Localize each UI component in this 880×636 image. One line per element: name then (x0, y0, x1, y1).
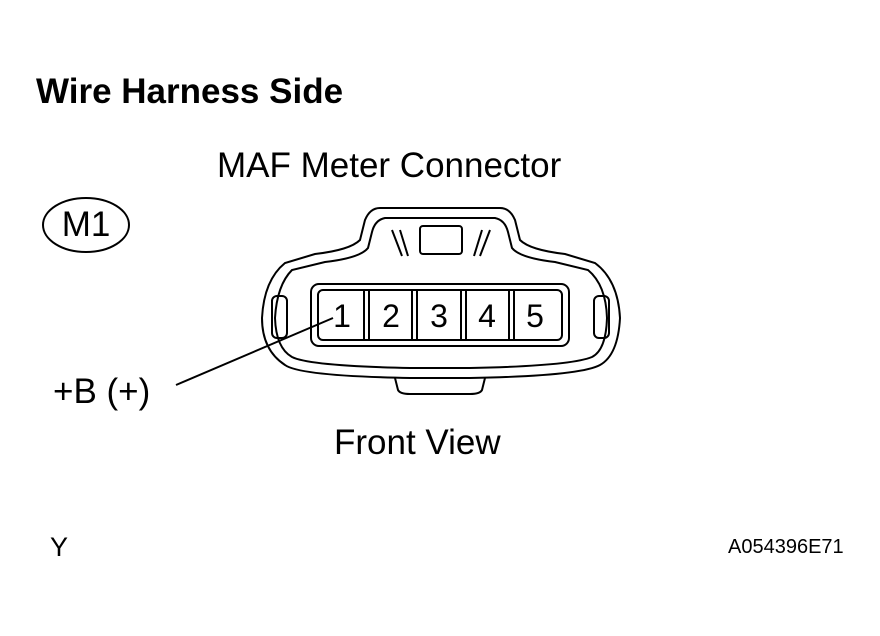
pin-number-3: 3 (430, 298, 448, 334)
pin-number-5: 5 (526, 298, 544, 334)
locking-tab (419, 225, 463, 255)
locking-tab-rail (391, 229, 491, 257)
connector-title: MAF Meter Connector (217, 146, 562, 185)
pin-number-1: 1 (333, 298, 351, 334)
pin-cavity-inner (317, 289, 563, 341)
figure-id: A054396E71 (728, 536, 844, 558)
pin-number-4: 4 (478, 298, 496, 334)
connector-housing-outer (260, 207, 622, 379)
locking-tab-rail-inner (399, 229, 483, 257)
pin-label: +B (+) (53, 372, 151, 411)
side-key-right (593, 295, 610, 339)
bottom-key (394, 377, 486, 395)
cavity-dividers (363, 290, 515, 340)
connector-housing-inner (273, 217, 609, 369)
pin-number-2: 2 (382, 298, 400, 334)
connector-code-badge: M1 (42, 197, 130, 253)
connector-code: M1 (61, 205, 111, 244)
pin-leader-line (175, 317, 334, 386)
page-heading: Wire Harness Side (36, 72, 344, 111)
corner-letter: Y (50, 532, 69, 562)
pin-cavity-block (310, 283, 570, 347)
view-label: Front View (334, 423, 501, 462)
side-key-left (271, 295, 288, 339)
